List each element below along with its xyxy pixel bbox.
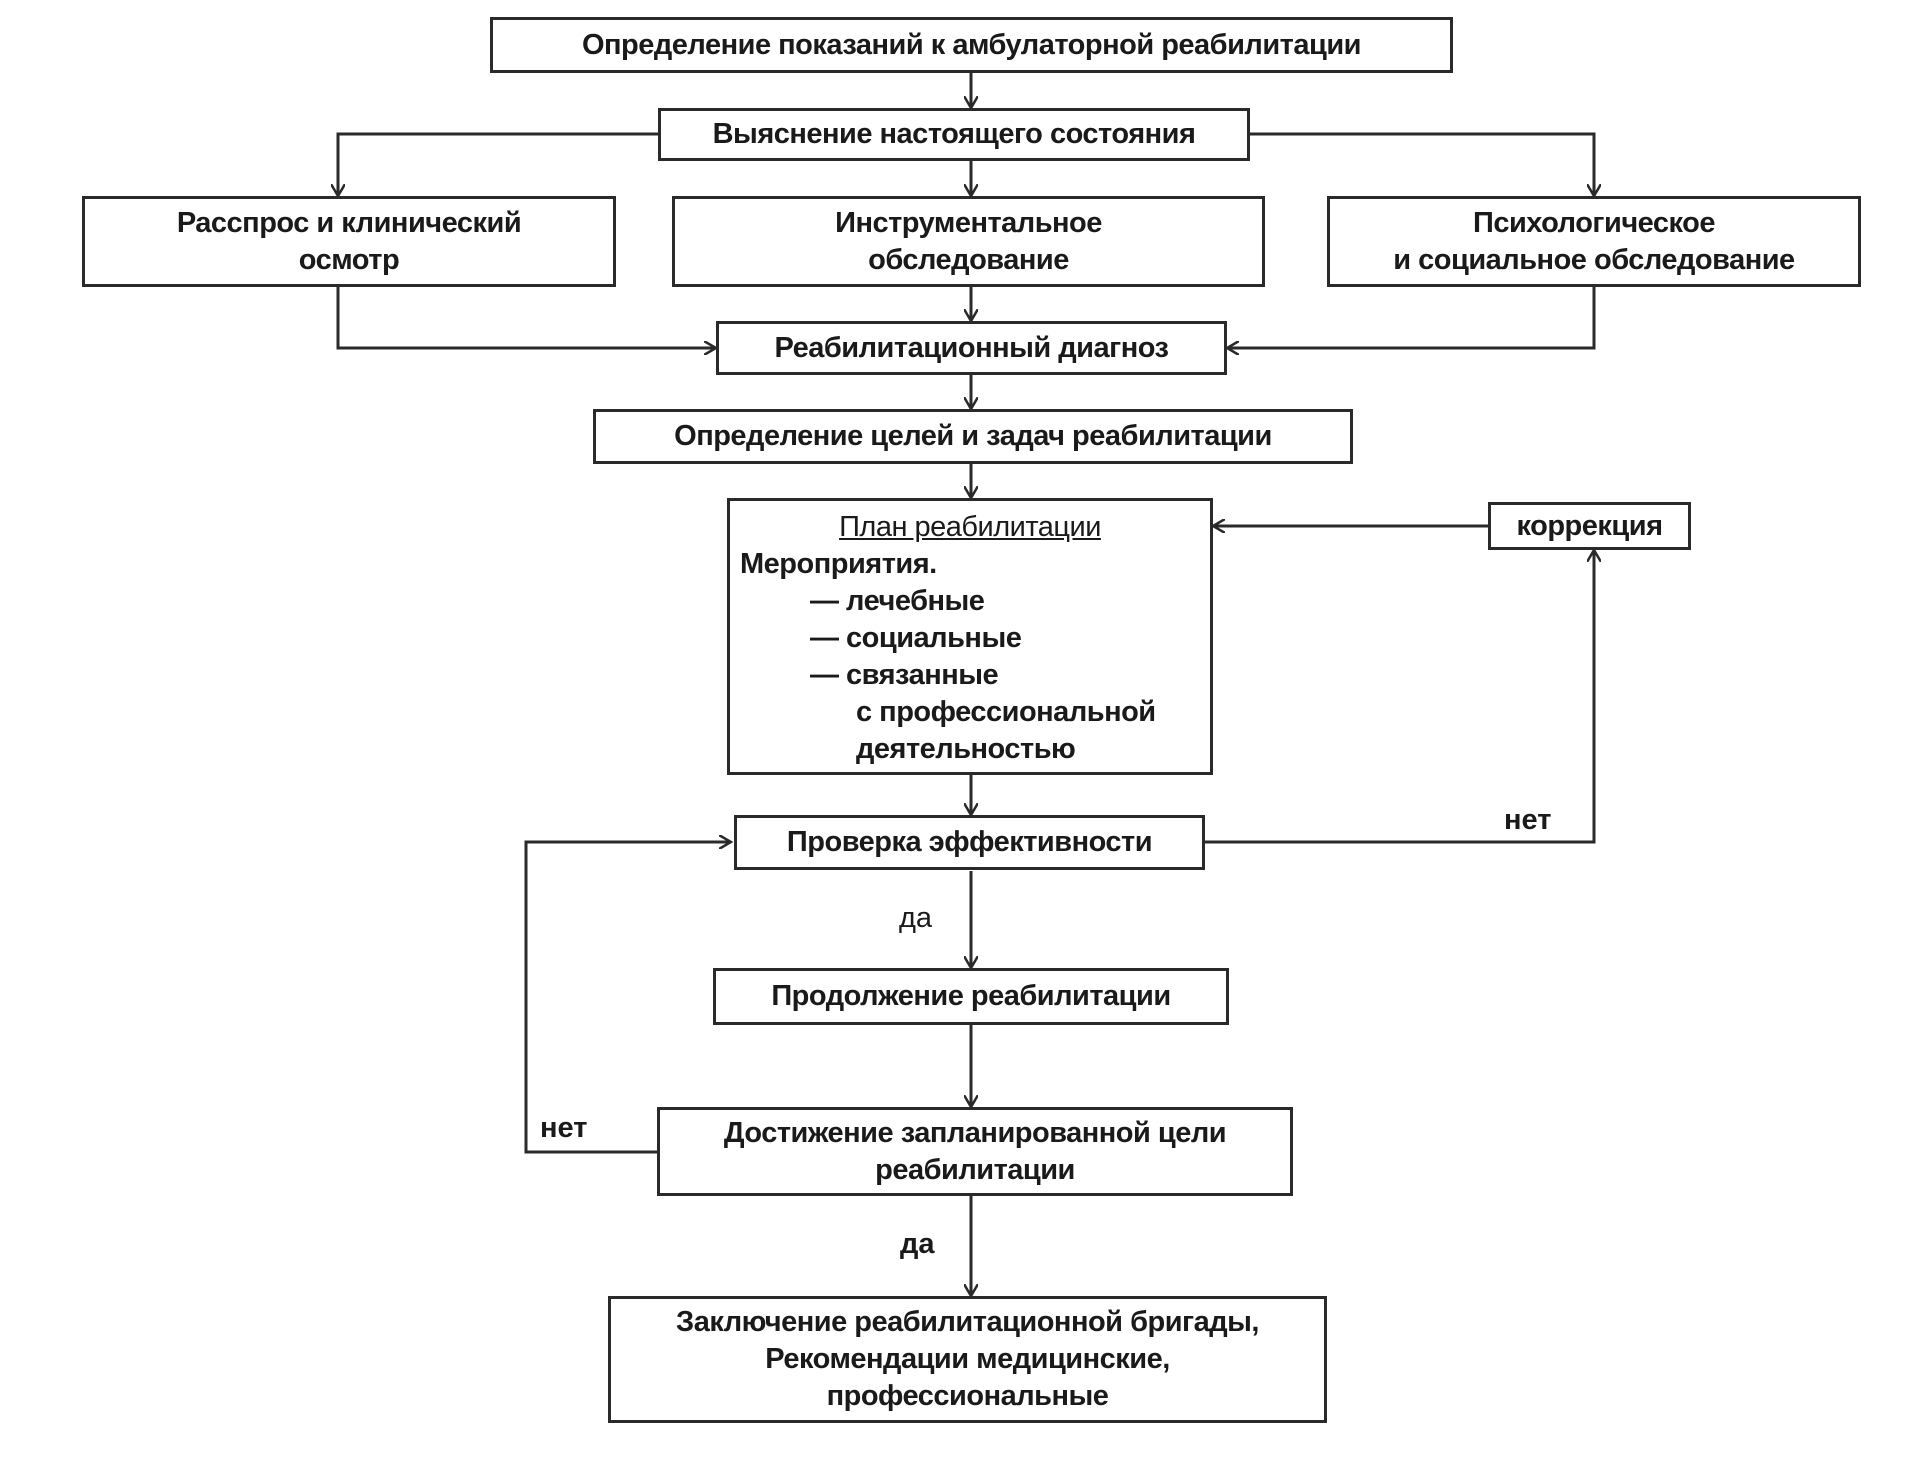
edge-label-check-yes: да <box>899 902 933 934</box>
node-correction: коррекция <box>1488 502 1691 550</box>
plan-item: — связанные <box>810 659 999 691</box>
node-psych-line-1: Психологическое <box>1472 206 1716 239</box>
node-goals-text: Определение целей и задач реабилитации <box>674 420 1272 452</box>
node-instrumental: Инструментальное обследование <box>672 196 1265 287</box>
node-instrumental-line-1: Инструментальное <box>835 206 1102 239</box>
node-check-text: Проверка эффективности <box>786 826 1153 858</box>
node-continue: Продолжение реабилитации <box>713 968 1229 1025</box>
node-instrumental-line-2: обследование <box>868 243 1069 276</box>
node-diagnosis: Реабилитационный диагноз <box>716 321 1227 375</box>
node-diagnosis-text: Реабилитационный диагноз <box>774 331 1169 364</box>
node-conclusion-line-2: Рекомендации медицинские, <box>765 1343 1170 1375</box>
edge-clinical-diagnosis <box>336 287 716 348</box>
node-check: Проверка эффективности <box>734 815 1205 870</box>
edge-goal-check <box>524 842 731 1154</box>
node-psych: Психологическое и социальное обследовани… <box>1327 196 1861 287</box>
plan-item: — лечебные <box>810 585 985 617</box>
node-conclusion-line-3: профессиональные <box>826 1380 1109 1412</box>
node-current-state: Выяснение настоящего состояния <box>658 108 1250 161</box>
plan-subtitle: Мероприятия. <box>740 548 937 580</box>
node-goal-reached-line-1: Достижение запланированной цели <box>723 1116 1227 1149</box>
node-clinical-line-2: осмотр <box>298 243 400 276</box>
node-indications-text: Определение показаний к амбулаторной реа… <box>581 28 1362 61</box>
edge-label-goal-yes: да <box>900 1228 935 1260</box>
node-continue-text: Продолжение реабилитации <box>771 980 1171 1012</box>
plan-item: — социальные <box>810 622 1022 654</box>
node-indications: Определение показаний к амбулаторной реа… <box>490 17 1453 73</box>
edge-state-clinical <box>338 132 660 196</box>
node-goals: Определение целей и задач реабилитации <box>593 409 1353 464</box>
edge-state-psych <box>1249 132 1594 196</box>
node-conclusion-line-1: Заключение реабилитационной бригады, <box>676 1306 1259 1338</box>
node-clinical-line-1: Расспрос и клинический <box>176 206 522 239</box>
node-correction-text: коррекция <box>1516 509 1664 542</box>
edge-label-goal-no: нет <box>540 1112 588 1144</box>
node-psych-line-2: и социальное обследование <box>1393 243 1795 276</box>
node-plan: План реабилитации Мероприятия. — лечебны… <box>727 498 1213 775</box>
edge-label-check-no: нет <box>1504 804 1552 836</box>
node-goal-reached: Достижение запланированной цели реабилит… <box>657 1107 1293 1196</box>
node-current-state-text: Выяснение настоящего состояния <box>712 118 1196 150</box>
plan-item-continuation: с профессиональной <box>856 696 1156 728</box>
node-goal-reached-line-2: реабилитации <box>875 1153 1075 1186</box>
node-conclusion: Заключение реабилитационной бригады, Рек… <box>608 1296 1327 1423</box>
plan-item-continuation: деятельностью <box>856 733 1076 765</box>
plan-title: План реабилитации <box>839 511 1101 543</box>
node-clinical: Расспрос и клинический осмотр <box>82 196 616 287</box>
edge-psych-diagnosis <box>1227 287 1596 348</box>
edge-check-correction <box>1205 550 1594 844</box>
